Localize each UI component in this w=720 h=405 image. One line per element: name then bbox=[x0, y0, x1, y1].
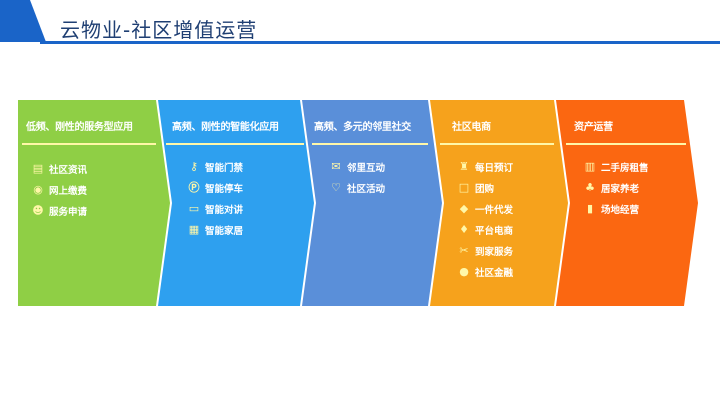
segment-2-item-2[interactable]: Ⓟ 智能停车 bbox=[188, 181, 244, 196]
segment-1-item-3[interactable]: ☻ 服务申请 bbox=[32, 204, 88, 219]
segment-4-item-6[interactable]: ● 社区金融 bbox=[459, 265, 514, 280]
segment-2-divider bbox=[166, 143, 304, 145]
heart-icon: ♡ bbox=[331, 181, 341, 194]
segment-2-shape bbox=[158, 100, 314, 306]
chat-icon: ✉ bbox=[331, 160, 341, 173]
title-underline bbox=[40, 41, 720, 44]
segment-5-item-3[interactable]: ▮ 场地经营 bbox=[584, 202, 639, 217]
segment-4-item-4[interactable]: ♦ 平台电商 bbox=[459, 223, 514, 238]
segment-2-item-1[interactable]: ⚷ 智能门禁 bbox=[189, 160, 244, 175]
segment-4-item-5[interactable]: ✂ 到家服务 bbox=[459, 244, 514, 259]
segment-2-item-4[interactable]: ▦ 智能家居 bbox=[188, 223, 244, 238]
document-icon: ▤ bbox=[32, 162, 44, 175]
segment-5-item-2[interactable]: ♣ 居家养老 bbox=[585, 181, 640, 196]
parking-icon: Ⓟ bbox=[188, 181, 200, 194]
segment-3-item-1[interactable]: ✉ 邻里互动 bbox=[331, 160, 386, 175]
segment-4-shape bbox=[430, 100, 568, 306]
segment-4-label: 社区电商 bbox=[452, 122, 491, 133]
segment-3-label: 高频、多元的邻里社交 bbox=[314, 122, 411, 133]
service-icon: ☻ bbox=[32, 204, 44, 217]
segment-4-item-3[interactable]: ◆ 一件代发 bbox=[459, 202, 514, 217]
box-icon: ◆ bbox=[459, 202, 469, 215]
chart-icon: ▮ bbox=[586, 202, 594, 215]
segment-2-label: 高频、刚性的智能化应用 bbox=[172, 122, 279, 133]
piggy-icon: ● bbox=[459, 265, 469, 278]
building-icon: ▥ bbox=[584, 160, 596, 173]
home-icon: ▦ bbox=[188, 223, 200, 236]
group-icon: □ bbox=[458, 181, 470, 194]
segment-1-item-1[interactable]: ▤ 社区资讯 bbox=[32, 162, 88, 177]
segment-5-shape bbox=[556, 100, 698, 306]
segment-3-divider bbox=[312, 143, 428, 145]
cart-icon: ♦ bbox=[459, 223, 469, 236]
segment-1-shape bbox=[18, 100, 170, 306]
page-title: 云物业-社区增值运营 bbox=[60, 18, 258, 42]
segment-3-shape bbox=[302, 100, 442, 306]
segment-1-item-2[interactable]: ◉ 网上缴费 bbox=[33, 183, 88, 198]
coin-icon: ◉ bbox=[33, 183, 43, 196]
segment-5-divider bbox=[566, 143, 686, 145]
segment-4-item-2[interactable]: □ 团购 bbox=[458, 181, 495, 196]
title-accent-block bbox=[0, 0, 46, 42]
segment-5-item-1[interactable]: ▥ 二手房租售 bbox=[584, 160, 649, 175]
segment-1-label: 低频、刚性的服务型应用 bbox=[26, 122, 133, 133]
screen-icon: ▭ bbox=[188, 202, 200, 215]
segment-2-item-3[interactable]: ▭ 智能对讲 bbox=[188, 202, 244, 217]
segment-1-divider bbox=[22, 143, 156, 145]
title-bar: 云物业-社区增值运营 bbox=[0, 0, 720, 46]
segment-3-item-2[interactable]: ♡ 社区活动 bbox=[331, 181, 386, 196]
title-decoration bbox=[0, 0, 720, 44]
gift-icon: ♜ bbox=[459, 160, 469, 173]
segment-4-divider bbox=[440, 143, 554, 145]
segment-5-label: 资产运营 bbox=[574, 122, 613, 133]
elder-icon: ♣ bbox=[585, 181, 595, 194]
segment-4-item-1[interactable]: ♜ 每日预订 bbox=[459, 160, 514, 175]
tools-icon: ✂ bbox=[459, 244, 469, 257]
key-icon: ⚷ bbox=[189, 160, 199, 173]
